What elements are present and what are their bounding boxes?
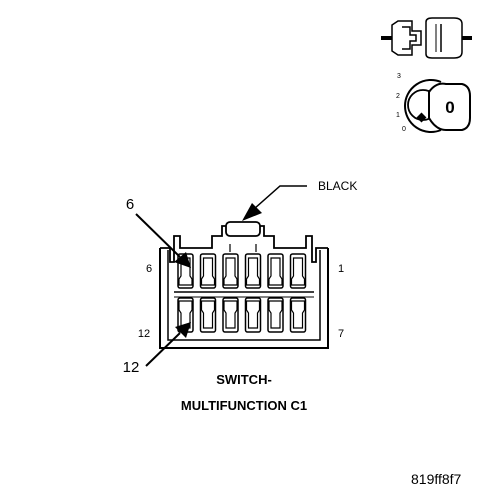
ignition-pos-1: 1 — [396, 112, 400, 119]
terminal-cavity — [267, 297, 284, 333]
terminal-cavity — [244, 297, 262, 333]
pin-label-7: 7 — [338, 328, 344, 340]
connector-title-line1: SWITCH- — [216, 372, 272, 387]
terminal-cavity — [199, 297, 217, 333]
color-label: BLACK — [318, 179, 357, 193]
terminal-cavity — [289, 297, 307, 333]
callout-6-label: 6 — [126, 196, 134, 213]
figure-id: 819ff8f7 — [411, 471, 462, 487]
ignition-switch-icon: 3 2 1 0 0 — [396, 73, 471, 133]
terminal-cavity — [222, 297, 239, 333]
terminal-cavity — [199, 253, 217, 289]
terminal-cavity — [289, 253, 307, 289]
terminal-cavity — [244, 253, 262, 289]
inline-connector-icon — [381, 17, 472, 59]
ignition-key-label: 0 — [445, 98, 454, 117]
pin-label-12: 12 — [138, 328, 150, 340]
ignition-pos-2: 2 — [396, 93, 400, 100]
terminal-cavity — [267, 253, 284, 289]
callout-12-label: 12 — [123, 359, 140, 376]
callout-12: 12 — [123, 322, 191, 376]
callout-6: 6 — [126, 196, 191, 268]
ignition-pos-3: 3 — [397, 73, 401, 80]
connector-title-line2: MULTIFUNCTION C1 — [181, 398, 307, 413]
pin-label-6: 6 — [146, 263, 152, 275]
terminal-cavity — [222, 253, 239, 289]
black-callout: BLACK — [242, 179, 357, 221]
ignition-pos-0: 0 — [402, 126, 406, 133]
cavity-grid — [177, 253, 307, 333]
pin-label-1: 1 — [338, 263, 344, 275]
